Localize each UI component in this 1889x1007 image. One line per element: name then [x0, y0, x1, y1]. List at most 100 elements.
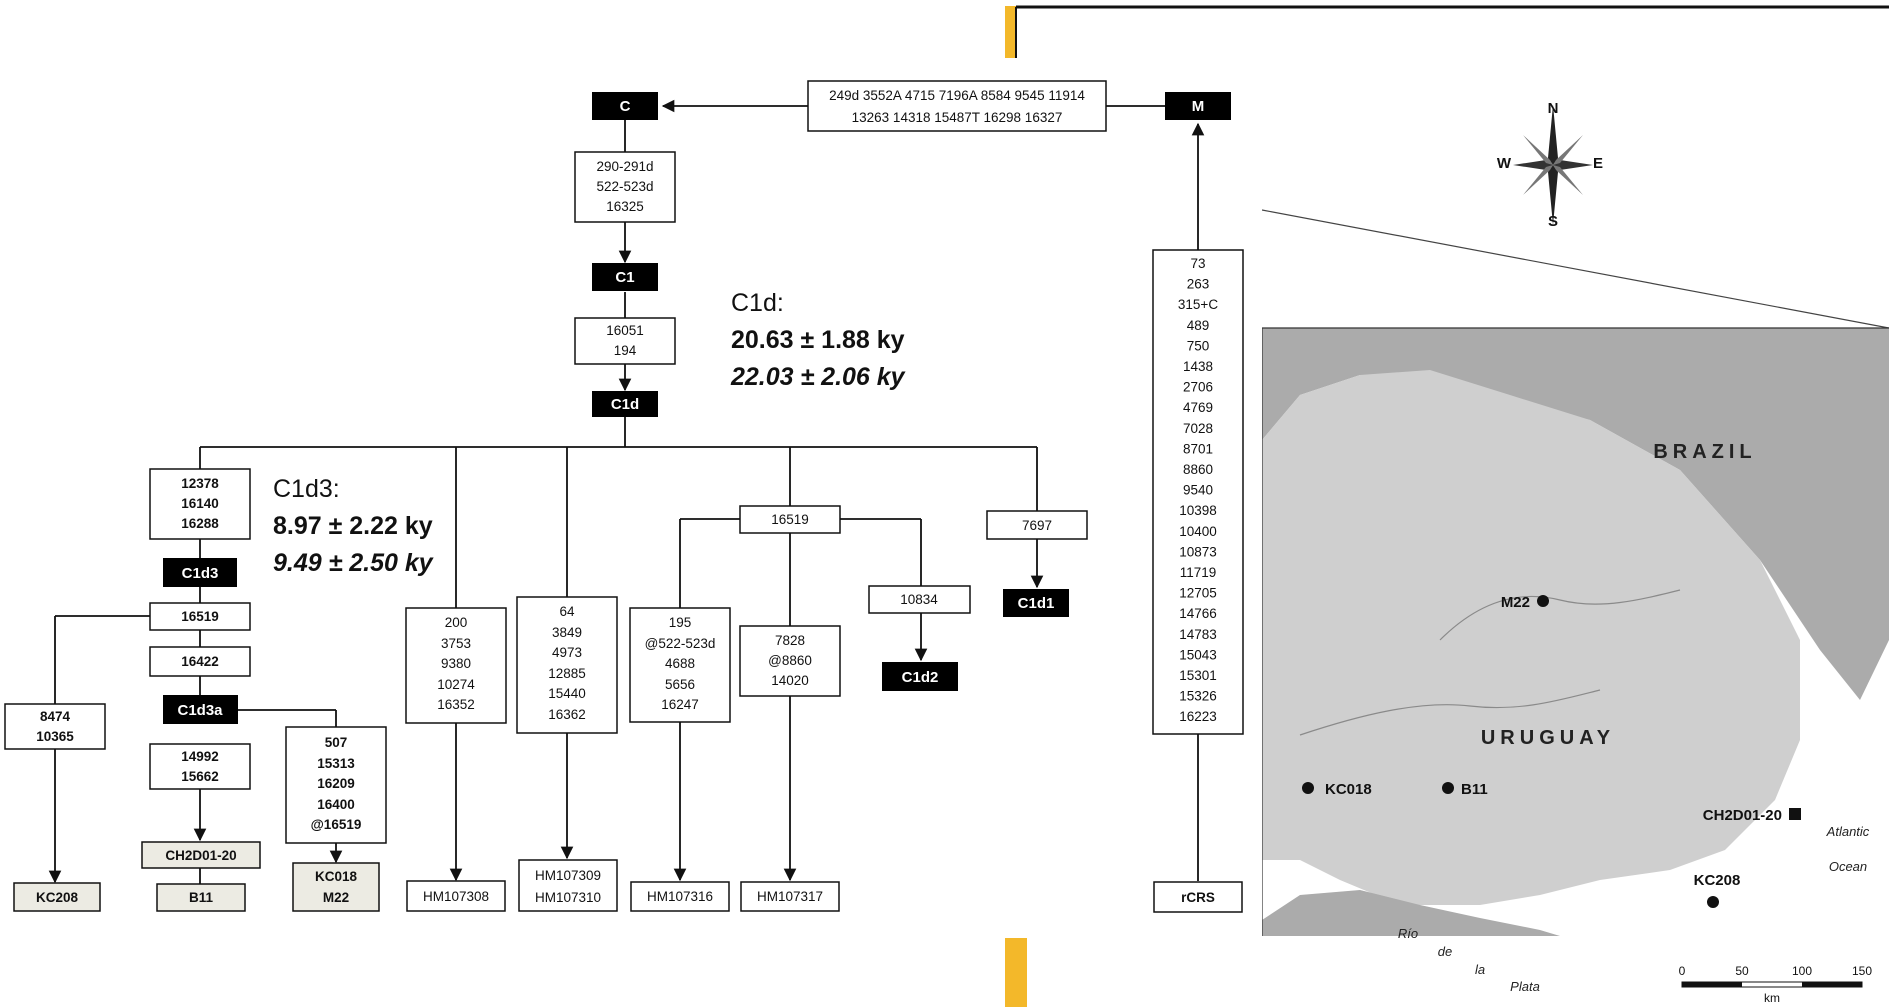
svg-text:4973: 4973	[552, 645, 582, 660]
compass-n: N	[1548, 100, 1559, 117]
svg-text:14020: 14020	[771, 673, 809, 688]
mutation-box-c1d3	[149, 468, 251, 540]
label-plata: Plata	[1510, 979, 1540, 994]
rcrs-mutation: 9540	[1183, 483, 1213, 498]
rcrs-mutation: 10400	[1179, 524, 1217, 539]
haplogroup-c1d1	[1003, 589, 1069, 617]
site-marker-kc018	[1302, 782, 1314, 794]
rcrs-mutation: 8701	[1183, 441, 1213, 456]
mutation-box-m-c	[807, 80, 1107, 132]
svg-text:0: 0	[1679, 964, 1686, 978]
mutation-box-branch-a	[405, 607, 507, 724]
haplogroup-c1d3	[163, 558, 237, 587]
haplogroup-c1d	[592, 391, 658, 417]
rcrs-mutation-list: 73263315+C489750143827064769702887018860…	[1178, 256, 1218, 724]
svg-text:9380: 9380	[441, 656, 471, 671]
rcrs-mutation: 15043	[1179, 647, 1217, 662]
mutation-box-m-rcrs	[1152, 249, 1244, 735]
svg-text:16140: 16140	[181, 496, 219, 511]
mutation-box-c1d3a-left	[149, 743, 251, 790]
label-uruguay: URUGUAY	[1481, 727, 1615, 749]
mutation-box-branch-d	[739, 625, 841, 697]
haplogroup-c	[592, 92, 658, 120]
svg-text:M22: M22	[323, 890, 349, 905]
rcrs-mutation: 2706	[1183, 380, 1213, 395]
svg-text:HM107308: HM107308	[423, 889, 489, 904]
rcrs-mutation: 8860	[1183, 462, 1213, 477]
svg-text:16247: 16247	[661, 697, 699, 712]
phylogenetic-tree: 249d 3552A 4715 7196A 8584 9545 11914 13…	[4, 80, 1244, 913]
accent-bar-top	[1005, 6, 1016, 58]
svg-text:3849: 3849	[552, 625, 582, 640]
svg-text:16422: 16422	[181, 654, 219, 669]
svg-text:12885: 12885	[548, 666, 586, 681]
compass-rose-icon: N S E W	[1497, 100, 1603, 230]
sample-kc208	[13, 882, 101, 912]
mutation-box-7697	[986, 510, 1088, 540]
c1d3-date-value-alt: 9.49 ± 2.50 ky	[273, 549, 434, 577]
mutation-box-branch-16519	[739, 505, 841, 534]
site-marker-kc208	[1707, 896, 1719, 908]
svg-text:@16519: @16519	[311, 817, 362, 832]
svg-text:10834: 10834	[900, 592, 938, 607]
mutation-box-16422	[149, 646, 251, 677]
site-marker-b11	[1442, 782, 1454, 794]
svg-text:16325: 16325	[606, 199, 644, 214]
svg-text:195: 195	[669, 615, 692, 630]
map-river	[1299, 689, 1601, 736]
rcrs-mutation: 15301	[1179, 668, 1217, 683]
rcrs-mutation: 10398	[1179, 503, 1217, 518]
svg-text:rCRS: rCRS	[1181, 890, 1215, 905]
compass-s: S	[1548, 213, 1558, 230]
label-ocean: Ocean	[1829, 859, 1867, 874]
svg-text:KC018: KC018	[315, 869, 358, 884]
mutation-line: 13263 14318 15487T 16298 16327	[852, 110, 1063, 125]
rcrs-mutation: 489	[1187, 318, 1210, 333]
label-brazil: BRAZIL	[1653, 441, 1756, 463]
svg-text:C1d3a: C1d3a	[177, 702, 223, 719]
label-la: la	[1475, 962, 1485, 977]
compass-w: W	[1497, 155, 1512, 172]
rcrs-mutation: 315+C	[1178, 297, 1218, 312]
reference-hm107309-hm107310	[518, 859, 618, 912]
tree-background	[0, 0, 1262, 936]
mutation-box-10834	[868, 585, 971, 614]
inset-leader-line	[1261, 209, 1889, 329]
c1d-date-value-alt: 22.03 ± 2.06 ky	[730, 363, 906, 391]
svg-text:16362: 16362	[548, 707, 586, 722]
map-river-2	[1439, 589, 1681, 641]
svg-text:C1d3: C1d3	[182, 565, 219, 582]
map-brazil	[1262, 328, 1889, 700]
sample-b11	[156, 883, 246, 912]
haplogroup-m	[1165, 92, 1231, 120]
svg-text:50: 50	[1735, 964, 1749, 978]
site-marker-m22	[1537, 595, 1549, 607]
svg-text:M: M	[1192, 98, 1205, 115]
svg-text:12378: 12378	[181, 476, 219, 491]
reference-hm107316	[630, 881, 730, 912]
map-argentina-edge	[1262, 890, 1560, 936]
svg-text:4688: 4688	[665, 656, 695, 671]
accent-bar-bottom	[1005, 938, 1027, 1007]
svg-text:7828: 7828	[775, 633, 805, 648]
mutation-box-16519	[149, 602, 251, 631]
svg-text:16209: 16209	[317, 776, 355, 791]
haplogroup-c1d2	[882, 662, 958, 691]
svg-text:150: 150	[1852, 964, 1872, 978]
label-de: de	[1438, 944, 1452, 959]
rcrs-mutation: 16223	[1179, 709, 1217, 724]
svg-text:C1d: C1d	[611, 396, 639, 413]
c1d-date-value: 20.63 ± 1.88 ky	[731, 326, 905, 354]
svg-text:C1d2: C1d2	[902, 669, 939, 686]
mutation-box-branch-c	[629, 607, 731, 723]
site-label-m22: M22	[1501, 594, 1530, 611]
rcrs-mutation: 7028	[1183, 421, 1213, 436]
haplogroup-c1	[592, 263, 658, 291]
mutation-box-c	[574, 151, 676, 223]
svg-text:290-291d: 290-291d	[596, 159, 653, 174]
c1d-date-label: C1d:	[731, 289, 784, 317]
haplogroup-c1d3a	[163, 695, 238, 724]
mutation-box-c1d3a-right	[285, 726, 387, 844]
rcrs-mutation: 73	[1190, 256, 1205, 271]
